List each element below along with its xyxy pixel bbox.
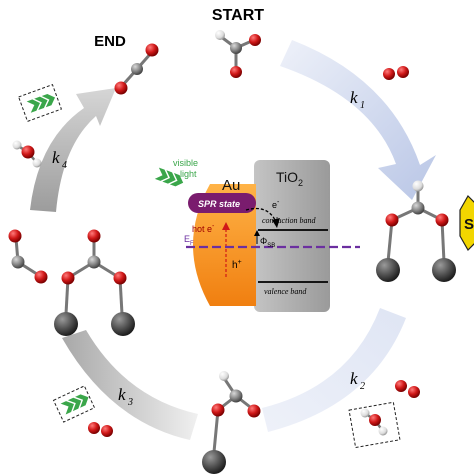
- arrow-k4: [30, 88, 116, 212]
- light-box-bottom: [52, 385, 96, 423]
- svg-text:k: k: [52, 148, 60, 167]
- side-badge: S: [459, 195, 474, 251]
- end-label: END: [94, 33, 126, 50]
- fermi-level-label: EF: [184, 234, 194, 247]
- svg-text:3: 3: [127, 397, 133, 408]
- svg-text:4: 4: [62, 160, 67, 171]
- au-label: Au: [222, 177, 240, 194]
- svg-text:S: S: [464, 216, 474, 233]
- svg-text:k: k: [350, 369, 358, 388]
- visible-light-label: visible: [173, 158, 198, 168]
- k4-label: k 4: [52, 148, 67, 171]
- electron-transfer-label: e-: [272, 199, 280, 210]
- arrow-k1: [280, 40, 436, 200]
- water-box: [348, 401, 401, 449]
- k1-label: k 1: [350, 88, 365, 111]
- start-label: START: [212, 7, 264, 24]
- visible-light-label-2: light: [180, 169, 197, 179]
- o2-molecule-icon: [88, 422, 113, 437]
- k2-label: k 2: [350, 369, 365, 392]
- o2-molecule-icon: [383, 66, 409, 80]
- svg-text:k: k: [118, 385, 126, 404]
- arrow-k2: [262, 308, 406, 432]
- arrow-k3: [62, 330, 198, 440]
- k3-label: k 3: [118, 385, 133, 408]
- band-diagram-inset: TiO2 conduction band valence band Au SPR…: [154, 158, 360, 312]
- co2-molecule-icon: [114, 43, 159, 95]
- conduction-band-label: conduction band: [262, 216, 317, 225]
- formic-acid-molecule-icon: [215, 30, 261, 78]
- spr-state-label: SPR state: [198, 199, 240, 209]
- adsorbed-formate-icon: [376, 180, 456, 282]
- hot-electron-label: hot e-: [192, 223, 215, 234]
- o2-molecule-icon: [395, 380, 420, 398]
- water-molecule-icon: [12, 140, 42, 168]
- svg-text:2: 2: [360, 381, 365, 392]
- spr-state-pill: [188, 193, 256, 213]
- svg-text:k: k: [350, 88, 358, 107]
- tio2-label: TiO2: [276, 169, 303, 188]
- adsorbed-formate-icon: [54, 229, 135, 336]
- light-chevrons-icon: [154, 167, 184, 187]
- light-box-top: [17, 83, 63, 123]
- hole-label: h+: [232, 259, 242, 271]
- adsorbed-formate-icon: [202, 371, 261, 474]
- svg-text:1: 1: [360, 100, 365, 111]
- valence-band-label: valence band: [264, 287, 307, 296]
- tio2-block: [254, 160, 330, 312]
- schottky-barrier-label: ΦSB: [260, 236, 275, 249]
- light-chevrons-icon: [26, 93, 56, 113]
- water-molecule-icon: [360, 408, 388, 436]
- light-chevrons-icon: [60, 394, 89, 415]
- adsorbed-formate-icon: [8, 229, 48, 284]
